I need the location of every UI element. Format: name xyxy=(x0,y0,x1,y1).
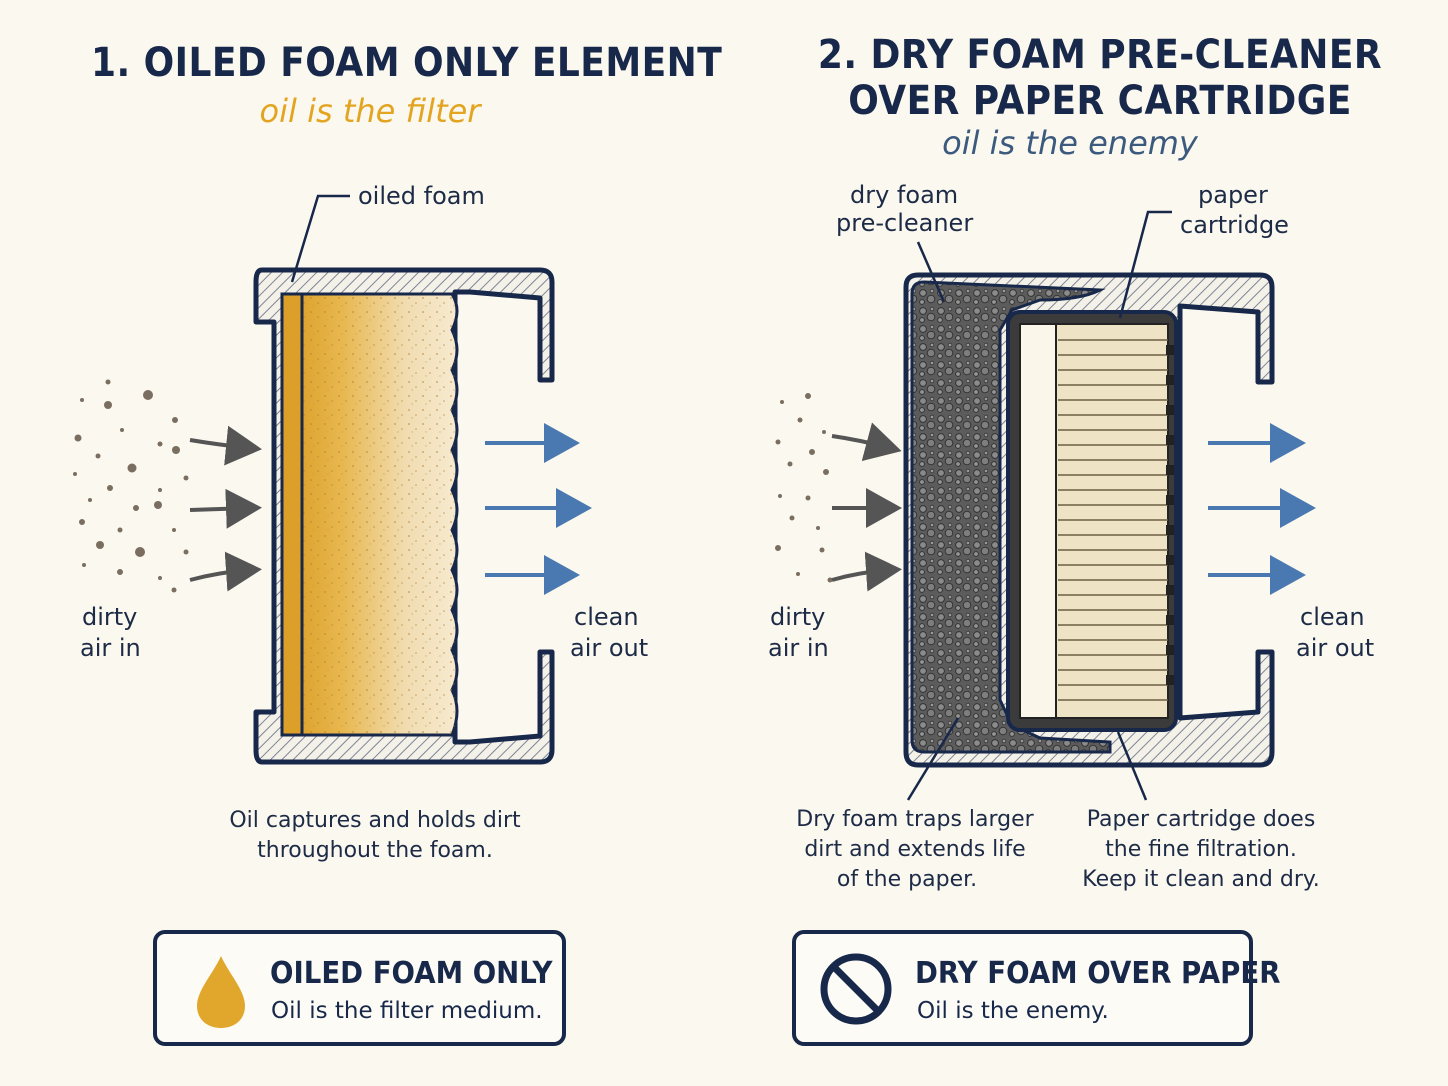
left-dirty-air-label-2: air in xyxy=(80,634,141,662)
right-summary-badge: DRY FOAM OVER PAPER Oil is the enemy. xyxy=(792,930,1280,1046)
left-summary-badge: OILED FOAM ONLY Oil is the filter medium… xyxy=(153,930,566,1046)
left-subtitle: oil is the filter xyxy=(259,92,481,130)
right-caption-paper-2: the fine filtration. xyxy=(1105,837,1297,862)
left-title: 1. OILED FOAM ONLY ELEMENT xyxy=(91,40,723,86)
left-clean-air-label-2: air out xyxy=(570,634,649,662)
right-caption-foam-1: Dry foam traps larger xyxy=(796,807,1034,832)
right-callout-dry-foam-2: pre-cleaner xyxy=(836,209,974,237)
right-caption-foam-3: of the paper. xyxy=(836,867,978,892)
left-badge-subtitle: Oil is the filter medium. xyxy=(271,998,543,1024)
right-subtitle: oil is the enemy xyxy=(942,124,1198,162)
right-paper-cartridge xyxy=(1006,310,1178,732)
left-dust-particles xyxy=(73,379,189,593)
left-caption-line-1: Oil captures and holds dirt xyxy=(229,808,521,833)
right-caption-foam-2: dirt and extends life xyxy=(804,837,1026,862)
left-callout-oiled-foam: oiled foam xyxy=(358,182,485,210)
right-badge-title: DRY FOAM OVER PAPER xyxy=(915,956,1281,991)
right-callout-paper-2: cartridge xyxy=(1180,211,1289,239)
right-title-line-2: OVER PAPER CARTRIDGE xyxy=(848,78,1352,124)
right-dirty-arrows xyxy=(831,422,902,592)
right-dirty-air-label-2: air in xyxy=(768,634,829,662)
right-title-line-1: 2. DRY FOAM PRE-CLEANER xyxy=(817,32,1383,78)
right-callout-paper-1: paper xyxy=(1198,181,1268,209)
left-foam-callout xyxy=(290,194,350,283)
right-caption-paper-3: Keep it clean and dry. xyxy=(1082,867,1320,892)
left-dirty-arrows xyxy=(189,425,262,592)
right-dirty-air-label-1: dirty xyxy=(770,603,826,631)
right-callout-lines xyxy=(906,210,1172,801)
left-clean-arrows xyxy=(485,423,592,595)
right-badge-subtitle: Oil is the enemy. xyxy=(917,998,1109,1024)
right-clean-arrows xyxy=(1208,423,1316,595)
left-badge-title: OILED FOAM ONLY xyxy=(270,956,553,991)
right-clean-air-label-1: clean xyxy=(1300,603,1365,631)
right-clean-air-label-2: air out xyxy=(1296,634,1375,662)
right-callout-dry-foam-1: dry foam xyxy=(850,181,959,209)
prohibited-icon xyxy=(820,953,892,1025)
right-dry-foam xyxy=(910,280,1112,754)
oil-drop-icon xyxy=(197,956,245,1028)
left-caption-line-2: throughout the foam. xyxy=(257,838,493,863)
right-dust-particles xyxy=(775,393,833,583)
left-dirty-air-label-1: dirty xyxy=(82,603,138,631)
left-clean-air-label-1: clean xyxy=(574,603,639,631)
right-caption-paper-1: Paper cartridge does xyxy=(1086,807,1316,832)
left-oiled-foam xyxy=(280,292,459,737)
